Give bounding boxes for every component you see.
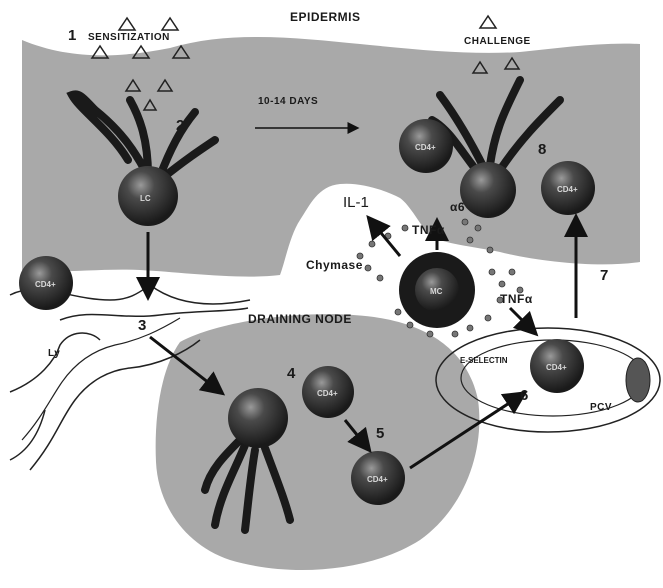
step-6: 6 bbox=[520, 387, 528, 404]
draining-node-tissue bbox=[156, 314, 480, 570]
cd4-node-a-label: CD4+ bbox=[317, 389, 338, 398]
step-3: 3 bbox=[138, 317, 146, 334]
lc-label: LC bbox=[140, 194, 151, 203]
days-label: 10-14 DAYS bbox=[258, 96, 318, 107]
arrow-il1 bbox=[372, 222, 400, 256]
lymphatic-vessel-inner bbox=[22, 318, 180, 440]
chymase-label: Chymase bbox=[306, 258, 363, 272]
step-4: 4 bbox=[287, 365, 296, 382]
step-7: 7 bbox=[600, 267, 608, 284]
il1-label: IL-1 bbox=[343, 194, 369, 211]
cd4-skin-right-label: CD4+ bbox=[557, 185, 578, 194]
tnf-right-label: TNFα bbox=[500, 292, 533, 306]
ly-label: Ly bbox=[48, 348, 60, 359]
arrow-tnf-right bbox=[510, 308, 532, 330]
step-1: 1 bbox=[68, 27, 76, 44]
mc-label: MC bbox=[430, 287, 443, 296]
cd4-vessel-label: CD4+ bbox=[546, 363, 567, 372]
red-blood-cell bbox=[626, 358, 650, 402]
step-8: 8 bbox=[538, 141, 546, 158]
step-5: 5 bbox=[376, 425, 384, 442]
cd4-skin-left-label: CD4+ bbox=[415, 143, 436, 152]
cd4-node-b-label: CD4+ bbox=[367, 475, 388, 484]
alpha6-label: α6 bbox=[450, 200, 465, 214]
draining-node-label: DRAINING NODE bbox=[248, 312, 352, 326]
challenge-label: CHALLENGE bbox=[464, 36, 531, 47]
sensitization-label: SENSITIZATION bbox=[88, 32, 170, 43]
epidermis-tissue bbox=[22, 37, 640, 277]
epidermis-label: EPIDERMIS bbox=[290, 10, 361, 24]
pcv-label: PCV bbox=[590, 402, 612, 413]
e-selectin-label: E-SELECTIN bbox=[460, 356, 508, 365]
step-2: 2 bbox=[176, 117, 184, 134]
tnf-top-label: TNFα bbox=[412, 223, 445, 237]
cd4-free-label: CD4+ bbox=[35, 280, 56, 289]
